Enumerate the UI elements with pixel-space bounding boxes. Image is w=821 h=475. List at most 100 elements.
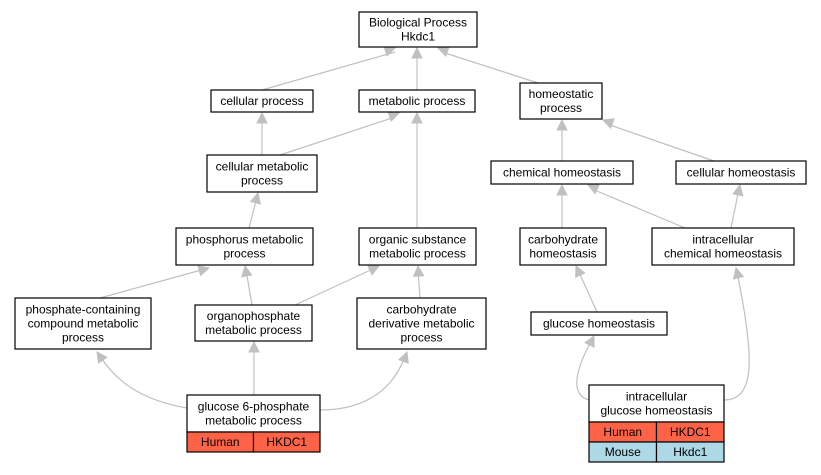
node-label: process (540, 101, 582, 115)
node-box (210, 89, 314, 113)
node-label: organic substance (369, 233, 467, 247)
edge-arrowhead (412, 264, 425, 277)
edge-line (294, 267, 376, 306)
node-label: carbohydrate (386, 303, 456, 317)
node-label: cellular metabolic (216, 160, 309, 174)
node-box (194, 304, 313, 342)
node-label: Biological Process (369, 16, 467, 30)
node-label: cellular process (220, 94, 303, 108)
node-box (530, 311, 668, 336)
edge-arrowhead (575, 264, 586, 278)
node-label: derivative metabolic (368, 317, 474, 331)
node-box (14, 297, 152, 350)
edge-line (606, 123, 715, 162)
node-label: process (62, 331, 104, 345)
node-box (358, 11, 478, 48)
gene-cell (655, 441, 725, 463)
node-label: glucose homeostasis (600, 404, 712, 418)
species-label: Human (201, 435, 240, 449)
edge-line (99, 268, 206, 299)
node-box (675, 160, 807, 185)
node-box (175, 227, 314, 266)
node-box (519, 82, 603, 120)
edge-arrowhead (586, 183, 600, 195)
go-term-node-cellular-process[interactable]: cellular process (210, 89, 314, 113)
go-term-node-glucose-homeostasis[interactable]: glucose homeostasis (530, 311, 668, 336)
edge-arrowhead (556, 118, 568, 131)
edge-line (261, 51, 396, 91)
node-box (588, 384, 725, 423)
node-label: process (223, 247, 265, 261)
edge-arrowhead (256, 111, 268, 124)
node-box (358, 89, 476, 113)
edge-arrowhead (197, 265, 211, 277)
edge-arrowhead (584, 335, 595, 348)
node-label: metabolic process (205, 414, 302, 428)
node-box (651, 227, 795, 266)
node-label: chemical homeostasis (503, 166, 621, 180)
edge-line (99, 355, 188, 409)
edge-arrowhead (411, 46, 423, 59)
node-label: process (400, 331, 442, 345)
node-label: phosphate-containing (26, 303, 141, 317)
node-box (490, 160, 634, 185)
edge-arrowhead (249, 191, 262, 205)
edge-arrowhead (96, 351, 108, 364)
edge-arrowhead (367, 265, 381, 276)
node-label: Hkdc1 (401, 30, 435, 44)
node-label: homeostasis (529, 247, 596, 261)
node-label: homeostatic (529, 87, 594, 101)
node-label: glucose 6-phosphate (198, 400, 310, 414)
node-label: phosphorus metabolic (186, 233, 303, 247)
go-term-node-cellular-homeostasis[interactable]: cellular homeostasis (675, 160, 807, 185)
edge-arrowhead (248, 340, 260, 353)
edge-line (279, 116, 396, 156)
gene-cell (252, 431, 321, 453)
node-label: intracellular (626, 390, 687, 404)
edge-line (730, 188, 740, 229)
node-label: metabolic process (369, 94, 466, 108)
edge-line (441, 51, 539, 84)
node-box (519, 227, 607, 266)
node-label: cellular homeostasis (687, 166, 796, 180)
edge-line (319, 355, 406, 411)
go-term-node-chemical-homeostasis[interactable]: chemical homeostasis (490, 160, 634, 185)
node-box (206, 154, 318, 193)
edge-arrowhead (411, 111, 423, 124)
edge-arrowhead (601, 118, 615, 130)
edge-arrowhead (387, 111, 401, 122)
node-label: compound metabolic (28, 317, 139, 331)
node-label: chemical homeostasis (664, 247, 782, 261)
edge-arrowhead (732, 183, 744, 197)
edge-arrowhead (732, 266, 745, 280)
edge-line (591, 188, 686, 229)
go-term-node-metabolic-process[interactable]: metabolic process (358, 89, 476, 113)
gene-label: Hkdc1 (673, 445, 707, 459)
species-label: Mouse (605, 445, 641, 459)
edge-arrowhead (397, 350, 409, 364)
edge-line (577, 269, 598, 313)
node-label: metabolic process (369, 247, 466, 261)
edge-line (576, 339, 593, 401)
node-label: metabolic process (205, 323, 302, 337)
gene-label: HKDC1 (670, 425, 711, 439)
node-label: organophosphate (207, 309, 301, 323)
node-box (358, 227, 477, 266)
species-label: Human (603, 425, 642, 439)
node-label: intracellular (692, 233, 753, 247)
node-box (356, 297, 487, 350)
gene-label: HKDC1 (266, 435, 307, 449)
